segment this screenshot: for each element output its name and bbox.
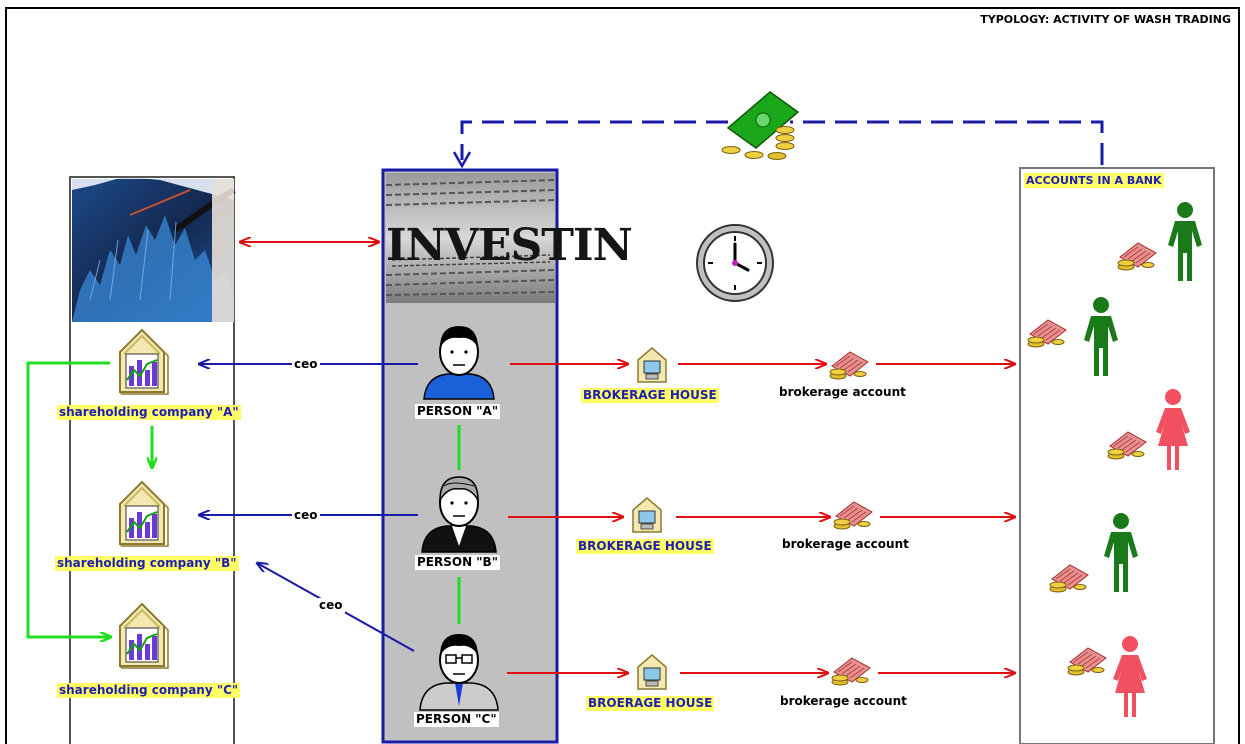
brokerage-c-computer-icon — [637, 654, 667, 690]
brokerage-account-b-card-icon — [833, 501, 873, 530]
brokerage-house-a-label: BROKERAGE HOUSE — [581, 388, 719, 403]
ceo-c-label: ceo — [317, 598, 345, 613]
person-a-label: PERSON "A" — [415, 404, 501, 419]
ceo-a-label: ceo — [292, 357, 320, 372]
brokerage-account-a-card-icon — [829, 351, 869, 380]
ceo-b-label: ceo — [292, 508, 320, 523]
person-b-label: PERSON "B" — [415, 555, 500, 570]
money-return-dashed-line — [460, 120, 1104, 165]
brokerage-account-a-label: brokerage account — [779, 385, 906, 399]
investing-headline: INVESTIN — [386, 220, 633, 271]
brokerage-b-computer-icon — [632, 497, 662, 533]
company-a-to-c-arrow — [26, 361, 111, 637]
brokerage-house-c-label: BROERAGE HOUSE — [586, 696, 715, 711]
person-a-icon — [423, 326, 495, 400]
brokerage-account-c-card-icon — [831, 657, 871, 686]
company-c-label: shareholding company "C" — [57, 683, 241, 698]
brokerage-house-b-label: BROKERAGE HOUSE — [576, 539, 714, 554]
company-b-label: shareholding company "B" — [55, 556, 239, 571]
diagram-title: TYPOLOGY: ACTIVITY OF WASH TRADING — [980, 13, 1231, 26]
investing-newspaper-image — [385, 173, 556, 303]
brokerage-account-c-label: brokerage account — [780, 694, 907, 708]
money-return-arrowhead — [452, 151, 472, 169]
person-b-icon — [421, 476, 497, 553]
stock-market-image — [72, 178, 236, 322]
person-c-label: PERSON "C" — [414, 712, 499, 727]
company-a-label: shareholding company "A" — [57, 405, 241, 420]
brokerage-account-b-label: brokerage account — [782, 537, 909, 551]
brokerage-a-computer-icon — [637, 347, 667, 383]
person-c-icon — [419, 634, 499, 711]
clock-icon — [696, 224, 774, 302]
bank-accounts-label: ACCOUNTS IN A BANK — [1024, 173, 1164, 188]
money-bills-icon — [721, 91, 800, 160]
